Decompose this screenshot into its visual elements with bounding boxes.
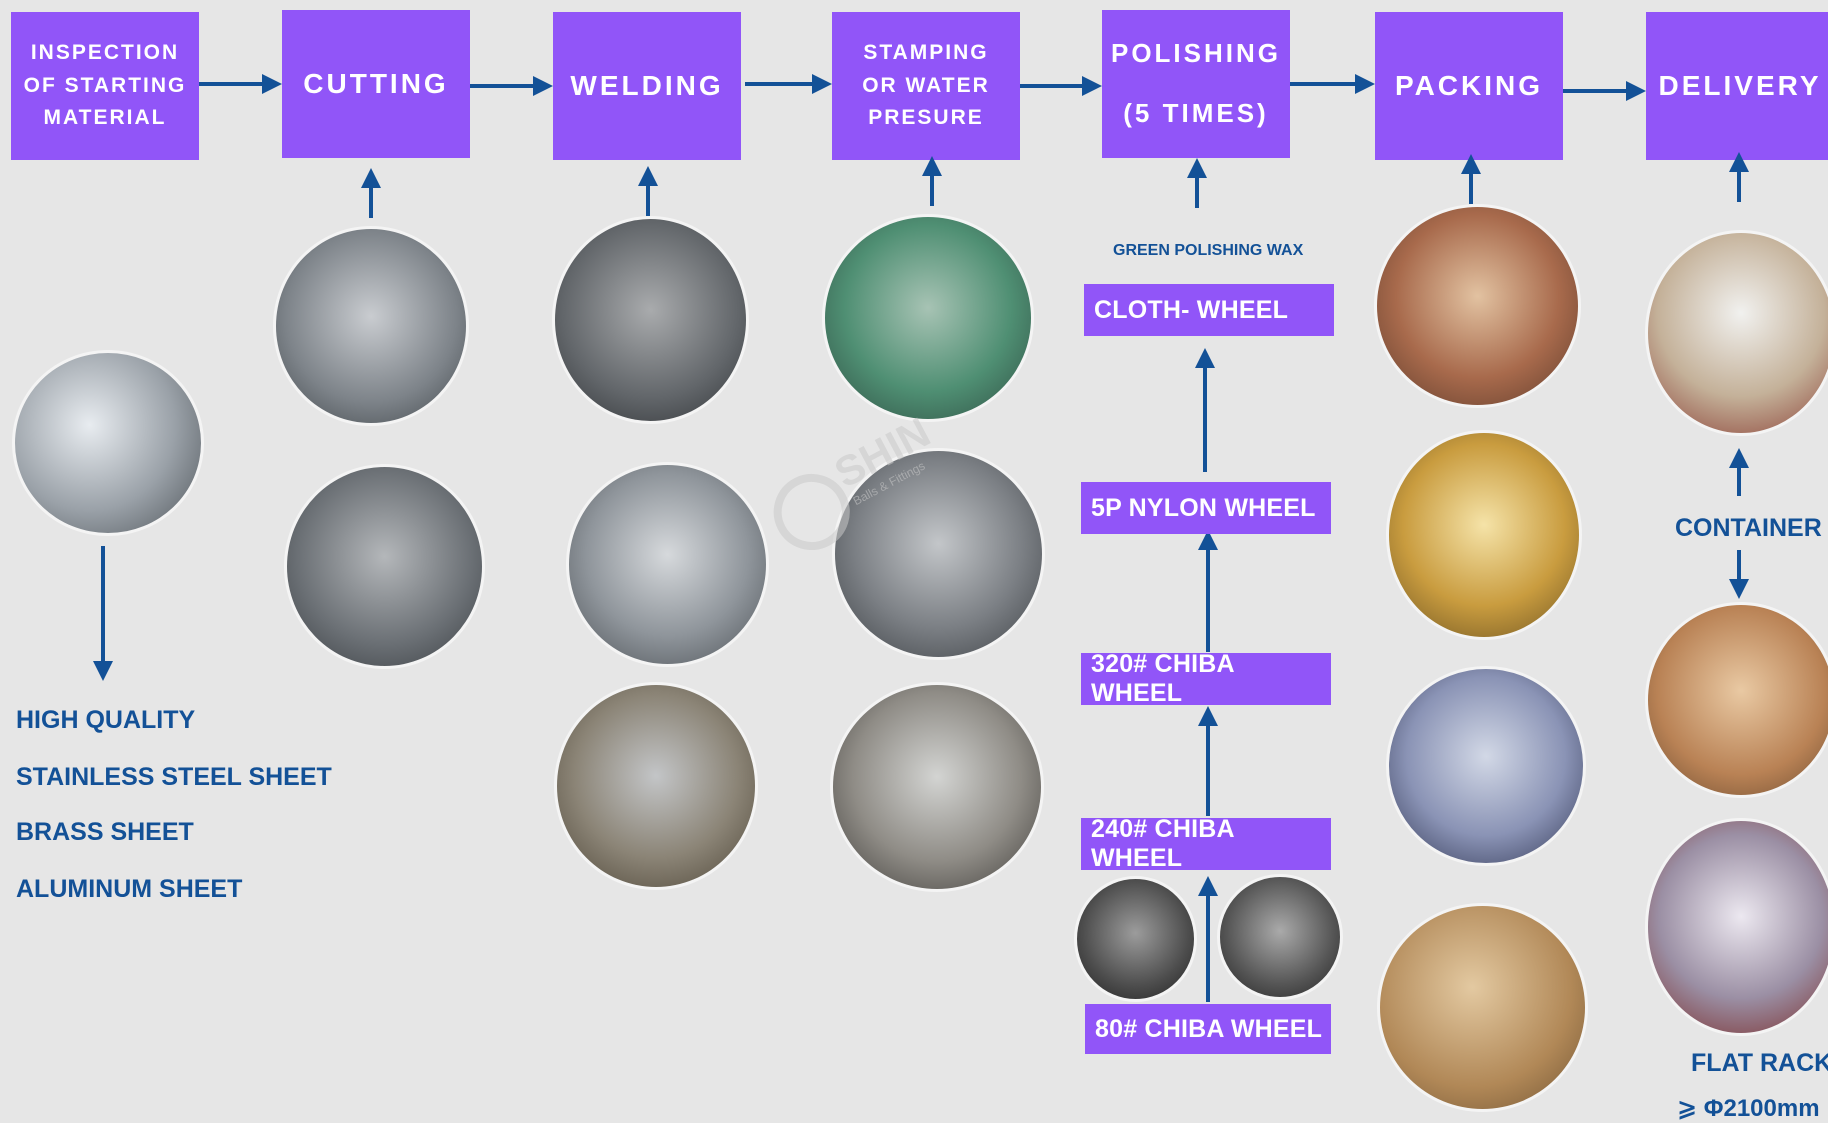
photo-delivery-boxes [1645,602,1828,798]
stage-inspection: INSPECTION OF STARTING MATERIAL [11,12,199,160]
photo-welding-2 [566,462,769,667]
watermark-emblem-icon [773,473,850,550]
stage-inspection-label: INSPECTION OF STARTING MATERIAL [23,41,187,130]
polishing-step-cloth-wheel: CLOTH- WHEEL [1084,284,1334,336]
stage-delivery: DELIVERY [1646,12,1828,160]
material-item-3: BRASS SHEET [16,818,194,846]
stage-delivery-label: DELIVERY [1658,70,1822,102]
photo-stamping-1 [822,214,1034,422]
polishing-step-nylon-wheel: 5P NYLON WHEEL [1081,482,1331,534]
size-note: ⩾ Φ2100mm [1677,1095,1820,1122]
photo-stamping-3 [830,682,1044,892]
stage-polishing: POLISHING (5 TIMES) [1102,10,1290,158]
stage-packing: PACKING [1375,12,1563,160]
polishing-step-80-chiba: 80# CHIBA WHEEL [1085,1004,1331,1054]
container-label: CONTAINER [1675,514,1822,542]
stage-polishing-label: POLISHING (5 TIMES) [1110,38,1281,128]
stage-packing-label: PACKING [1394,70,1544,102]
photo-cutting-1 [273,226,469,426]
photo-cutting-2 [284,464,485,669]
photo-packing-4 [1377,903,1588,1112]
photo-delivery-flatrack [1645,818,1828,1036]
photo-polishing-2 [1217,874,1343,1000]
photo-delivery-container [1645,230,1828,436]
vertical-arrows [93,152,1749,1002]
material-item-4: ALUMINUM SHEET [16,875,243,903]
stage-stamping-label: STAMPING OR WATER PRESURE [862,41,990,130]
stage-cutting-label: CUTTING [303,68,449,100]
photo-welding-3 [554,682,758,890]
photo-packing-1 [1374,204,1581,408]
stage-cutting: CUTTING [282,10,470,158]
polishing-step-320-chiba: 320# CHIBA WHEEL [1081,650,1331,707]
material-item-1: HIGH QUALITY [16,706,196,734]
photo-stamping-2 [832,448,1045,660]
photo-welding-1 [552,216,749,424]
horizontal-arrows [199,74,1646,101]
polishing-wax-label: GREEN POLISHING WAX [1113,242,1304,259]
stage-welding: WELDING [553,12,741,160]
flat-rack-label: FLAT RACK [1691,1049,1828,1077]
material-item-2: STAINLESS STEEL SHEET [16,763,332,791]
photo-packing-2 [1386,430,1582,640]
photo-steel-coils [12,350,204,536]
photo-packing-3 [1386,666,1586,866]
photo-polishing-1 [1074,876,1197,1002]
watermark-logo: SHIN Balls & Fittings [773,408,938,550]
stage-welding-label: WELDING [570,70,724,102]
stage-stamping: STAMPING OR WATER PRESURE [832,12,1020,160]
polishing-step-240-chiba: 240# CHIBA WHEEL [1081,815,1331,872]
